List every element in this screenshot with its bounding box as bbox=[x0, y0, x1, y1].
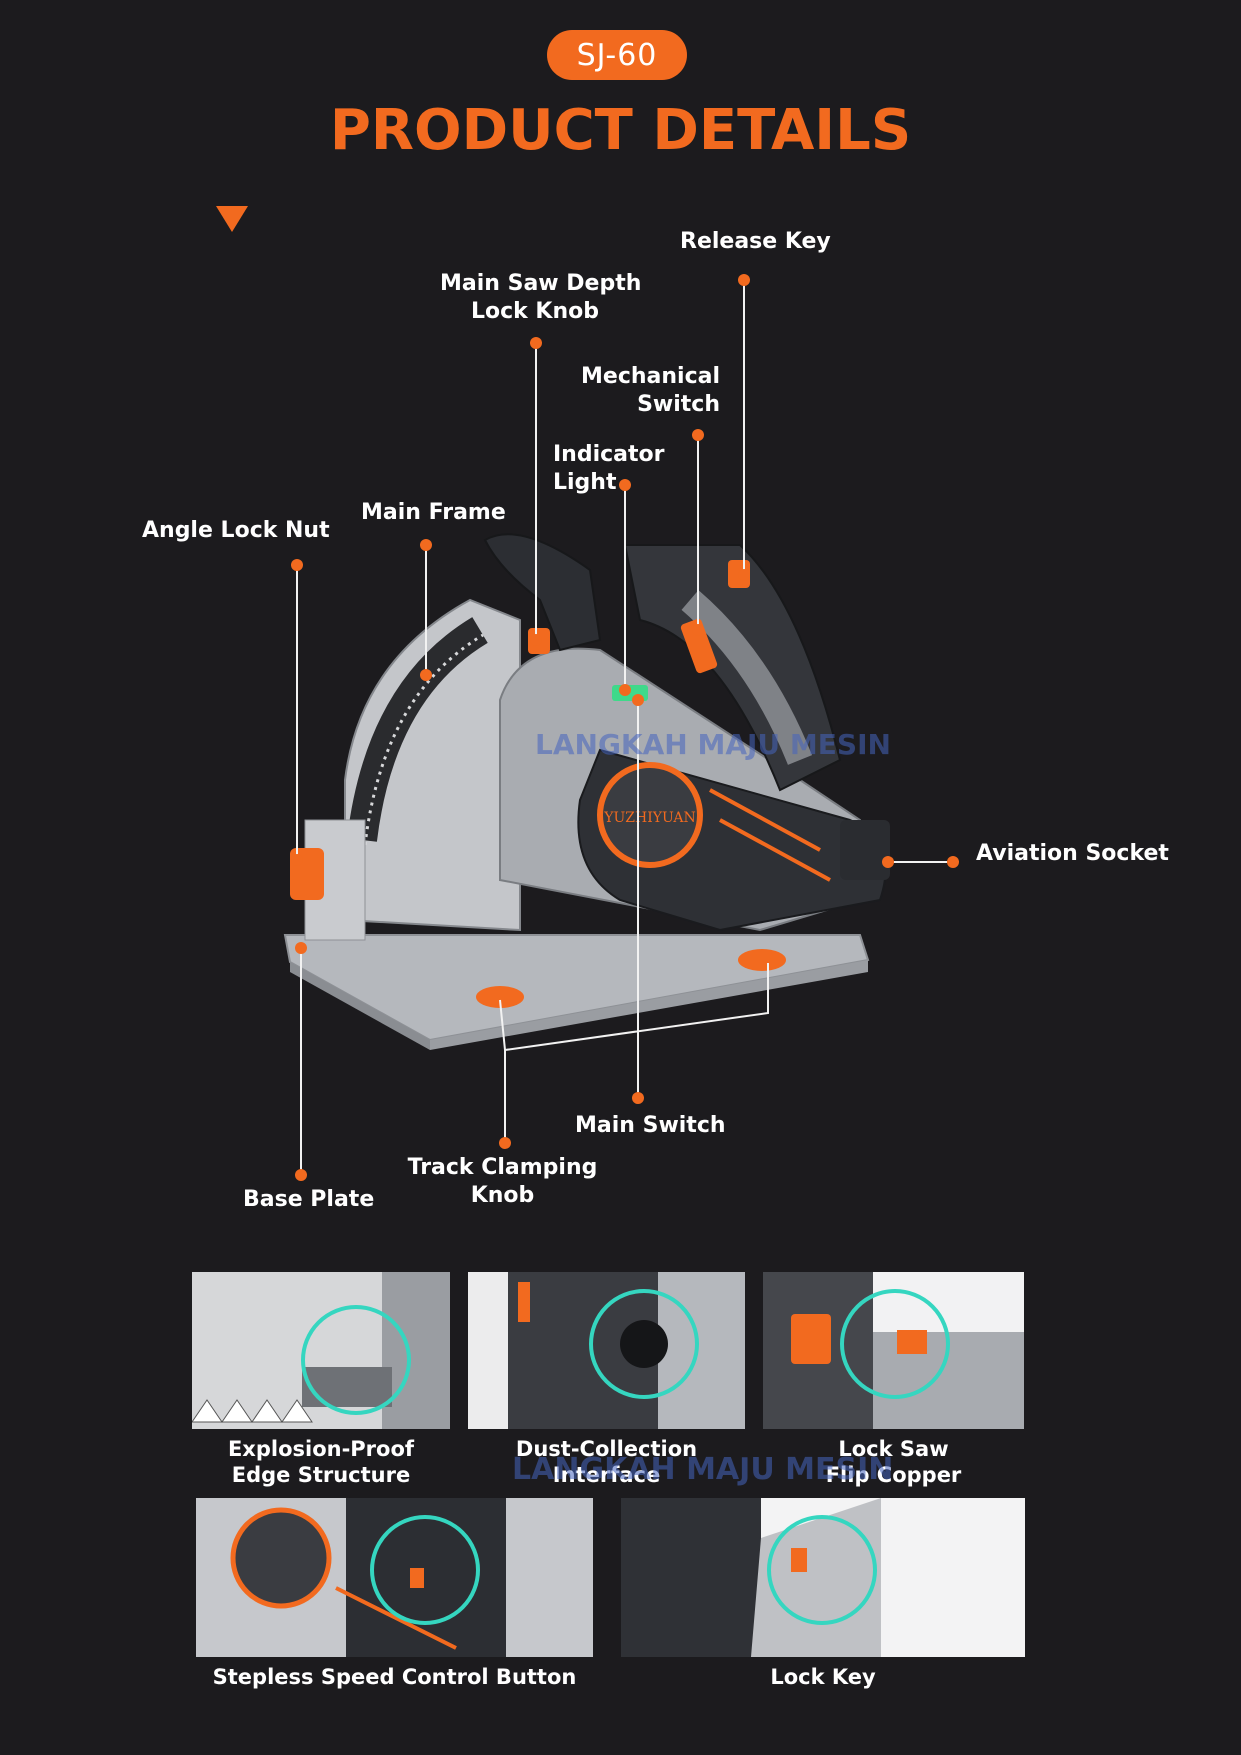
brand-logo-text: YUZHIYUAN bbox=[603, 810, 695, 826]
label-line: Lock Knob bbox=[470, 299, 600, 324]
model-badge: SJ-60 bbox=[547, 30, 687, 80]
caption-explosion-proof: Explosion-Proof Edge Structure bbox=[192, 1436, 450, 1488]
caption-line: Explosion-Proof bbox=[227, 1437, 415, 1461]
label-line: Switch bbox=[637, 392, 720, 417]
label-main-frame: Main Frame bbox=[361, 500, 506, 525]
caption-line: Edge Structure bbox=[231, 1463, 411, 1487]
label-main-switch: Main Switch bbox=[575, 1113, 726, 1138]
label-mechanical-switch: Mechanical Switch bbox=[570, 363, 720, 419]
caption-dust-collection: Dust-Collection Interface bbox=[468, 1436, 745, 1488]
main-frame-shape bbox=[344, 598, 521, 932]
page-title: PRODUCT DETAILS bbox=[329, 98, 912, 163]
watermark: LANGKAH MAJU MESIN bbox=[512, 1452, 894, 1487]
watermark: LANGKAH MAJU MESIN bbox=[535, 728, 891, 761]
triangle-marker-icon bbox=[216, 206, 248, 232]
label-line: Light bbox=[553, 470, 617, 495]
detail-image-stepless-speed bbox=[196, 1498, 593, 1657]
label-release-key: Release Key bbox=[680, 229, 831, 254]
circular-saw-illustration: YUZHIYUAN bbox=[283, 274, 959, 1181]
label-indicator-light: Indicator Light bbox=[553, 441, 665, 497]
detail-image-lock-key bbox=[621, 1498, 1025, 1657]
detail-image-dust-collection bbox=[468, 1272, 745, 1429]
label-aviation-socket: Aviation Socket bbox=[976, 841, 1169, 866]
caption-line: Interface bbox=[552, 1463, 661, 1487]
label-track-clamping-knob: Track Clamping Knob bbox=[405, 1154, 600, 1210]
label-main-saw-depth-lock-knob: Main Saw Depth Lock Knob bbox=[440, 270, 642, 326]
label-angle-lock-nut: Angle Lock Nut bbox=[142, 518, 330, 543]
caption-line: Dust-Collection bbox=[515, 1437, 698, 1461]
caption-line: Flip Copper bbox=[825, 1463, 962, 1487]
detail-image-explosion-proof bbox=[192, 1272, 450, 1429]
label-line: Indicator bbox=[553, 442, 665, 467]
detail-image-lock-saw-flip-copper bbox=[763, 1272, 1024, 1429]
caption-stepless-speed: Stepless Speed Control Button bbox=[212, 1665, 577, 1689]
label-base-plate: Base Plate bbox=[243, 1187, 375, 1212]
label-line: Main Saw Depth bbox=[440, 271, 642, 296]
label-line: Knob bbox=[470, 1183, 535, 1208]
caption-lock-key: Lock Key bbox=[770, 1665, 876, 1689]
caption-lock-saw-flip-copper: Lock Saw Flip Copper bbox=[763, 1436, 1024, 1488]
label-line: Track Clamping bbox=[407, 1155, 598, 1180]
label-line: Mechanical bbox=[581, 364, 720, 389]
caption-line: Lock Saw bbox=[838, 1437, 949, 1461]
